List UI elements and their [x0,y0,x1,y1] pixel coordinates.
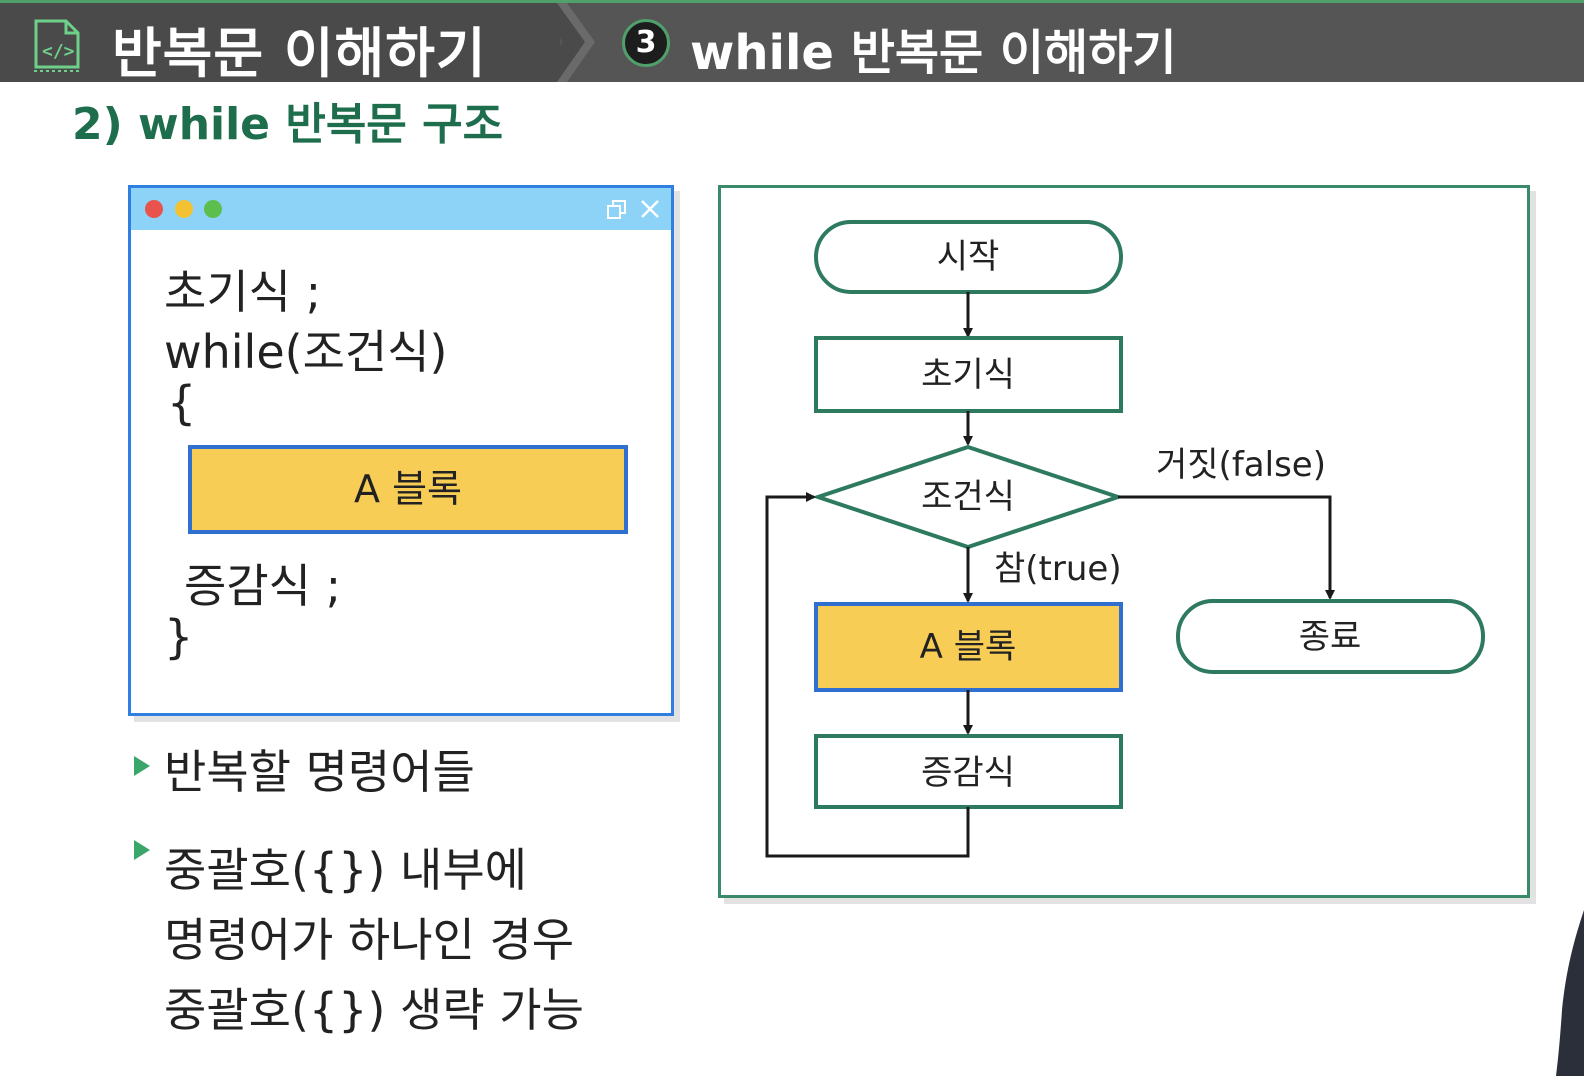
flow-condition-label: 조건식 [921,477,1015,517]
flow-update-box [814,734,1123,809]
code-line-update: 증감식 ; [184,559,342,613]
header-subtitle: while 반복문 이해하기 [690,25,1177,81]
code-window-titlebar [131,188,671,230]
step-number-badge: 3 [622,19,670,67]
bullet-1-line-1: 반복할 명령어들 [164,745,475,799]
header-title: 반복문 이해하기 [112,22,487,85]
code-window: 초기식 ; while(조건식) { A 블록 증감식 ; } [128,185,674,716]
svg-text:</>: </> [42,41,75,62]
code-file-icon: </> [34,19,82,72]
flow-true-label: 참(true) [994,549,1122,589]
window-close-dot-icon [145,200,163,218]
code-line-close-brace: } [164,610,194,664]
code-line-init: 초기식 ; [164,265,322,319]
bullet-2-line-2: 명령어가 하나인 경우 [164,913,575,967]
flow-update-label: 증감식 [921,753,1015,793]
chevron-separator-icon [535,3,595,82]
bullet-triangle-icon [134,840,150,860]
bullet-2-line-3: 중괄호({}) 생략 가능 [164,983,584,1037]
bullet-triangle-icon [134,756,150,776]
window-maximize-dot-icon [204,200,222,218]
code-line-open-brace: { [167,376,197,430]
code-line-while: while(조건식) [164,325,448,379]
window-close-icon [641,200,659,218]
window-restore-icon [607,200,626,219]
window-minimize-dot-icon [175,200,193,218]
section-title: 2) while 반복문 구조 [72,99,504,150]
flow-false-label: 거짓(false) [1156,445,1326,485]
header-left-panel [0,3,560,82]
header-bar: </> 반복문 이해하기 3 while 반복문 이해하기 [0,0,1584,85]
flow-arrow-loop-back [765,492,970,858]
flow-init-label: 초기식 [921,355,1015,395]
flow-end-label: 종료 [1299,617,1362,657]
flow-start-label: 시작 [937,237,1000,277]
flow-init-box [814,336,1123,413]
bullet-2-line-1: 중괄호({}) 내부에 [164,843,527,897]
code-a-block: A 블록 [188,445,628,534]
flow-end-terminal [1176,599,1485,674]
flow-a-block-label: A 블록 [920,627,1017,667]
flow-arrow-false [1118,495,1335,600]
presenter-silhouette [1556,910,1584,1076]
